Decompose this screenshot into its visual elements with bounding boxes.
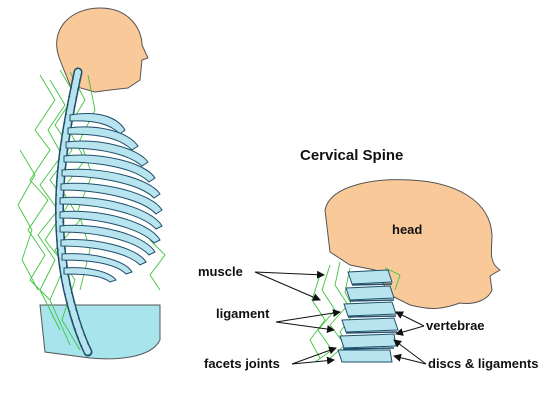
cervical-spine-model bbox=[310, 180, 500, 362]
rib-cage bbox=[60, 113, 162, 282]
label-head: head bbox=[392, 222, 422, 237]
arrow-vertebrae-2 bbox=[396, 326, 424, 334]
pelvis-shape bbox=[40, 305, 160, 359]
label-vertebrae: vertebrae bbox=[426, 318, 485, 333]
arrow-vertebrae-1 bbox=[396, 312, 424, 326]
full-body-model bbox=[18, 8, 165, 359]
label-muscle: muscle bbox=[198, 264, 243, 279]
arrow-muscle-1 bbox=[255, 272, 324, 275]
head-shape-left bbox=[57, 8, 148, 92]
label-discs-ligaments: discs & ligaments bbox=[428, 356, 539, 371]
label-ligament: ligament bbox=[216, 306, 270, 321]
diagram-title: Cervical Spine bbox=[300, 147, 403, 164]
arrow-muscle-2 bbox=[255, 272, 320, 300]
arrow-ligament-2 bbox=[276, 322, 334, 330]
arrow-ligament-1 bbox=[276, 312, 340, 322]
label-facets-joints: facets joints bbox=[204, 356, 280, 371]
